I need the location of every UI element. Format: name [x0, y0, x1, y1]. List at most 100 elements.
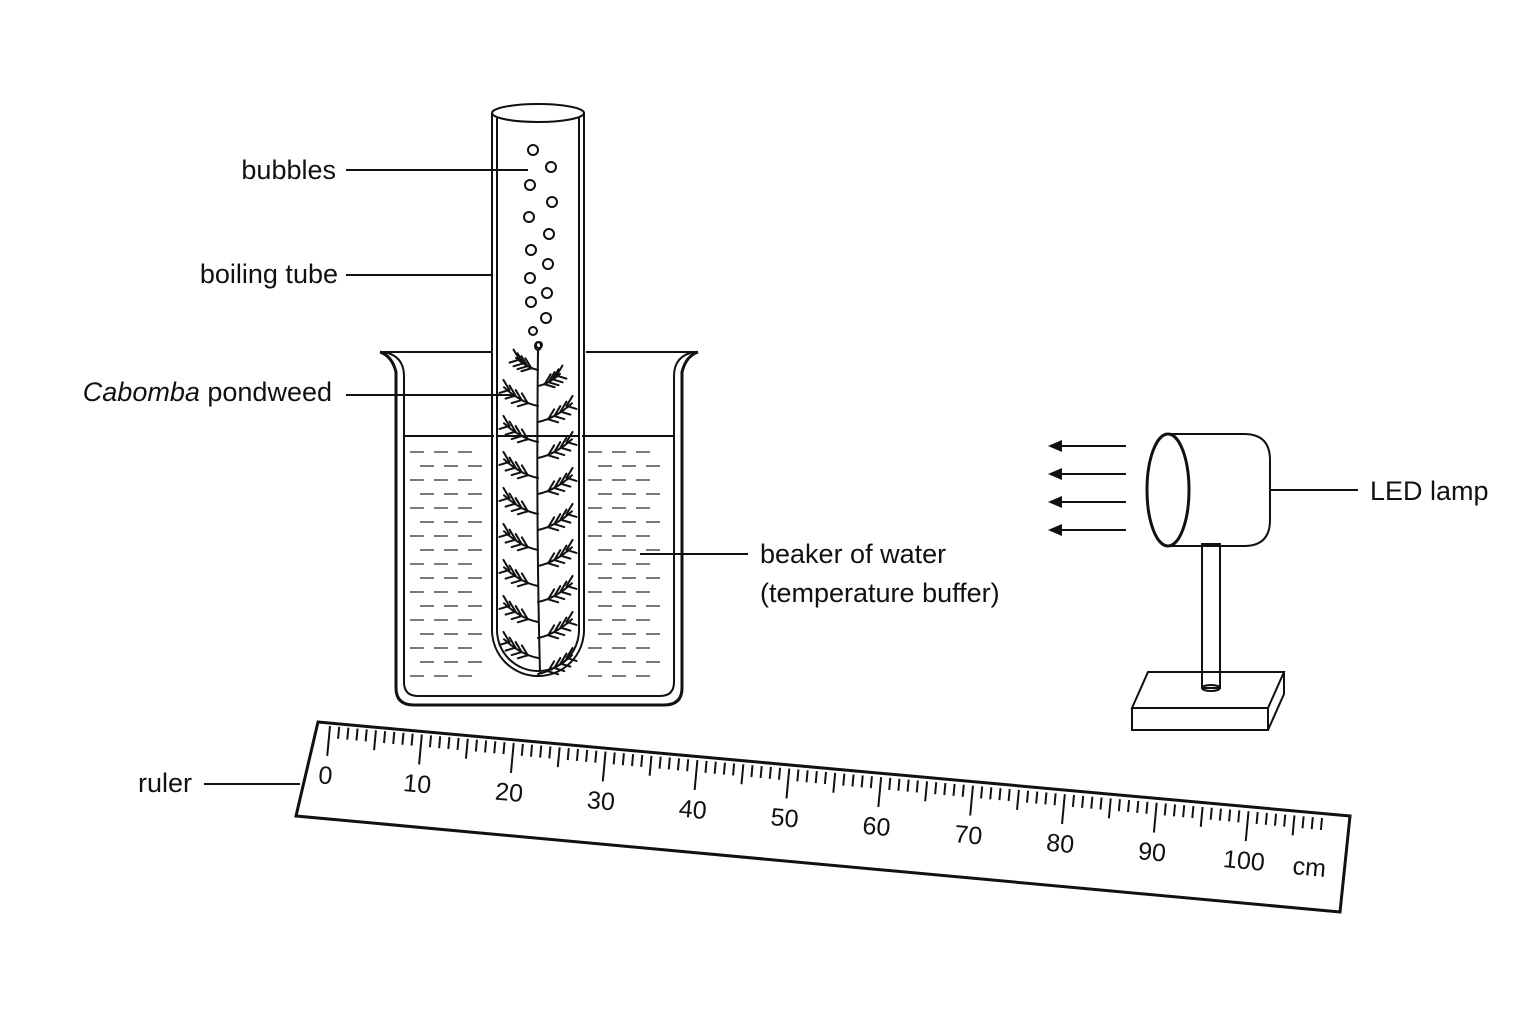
ruler-tick [704, 760, 708, 773]
pondweed-frond [537, 574, 578, 604]
ruler-tick [842, 773, 846, 786]
ruler-tick [447, 736, 451, 750]
pondweed-frond [498, 522, 539, 552]
ruler-tick [410, 733, 414, 746]
ruler-tick [924, 781, 929, 802]
ruler-tick [969, 785, 974, 816]
ruler-tick [796, 769, 800, 782]
ruler-tick [1172, 804, 1177, 817]
ruler-tick [601, 751, 607, 782]
lamp-body [1170, 433, 1271, 547]
pondweed-frond [498, 594, 539, 624]
ruler-tick [1152, 802, 1158, 833]
bubble [528, 326, 538, 336]
ruler-tick [832, 772, 837, 793]
pondweed-frond [537, 364, 568, 389]
ruler-tick [1007, 788, 1011, 802]
ruler-number: 50 [770, 803, 800, 833]
ruler-number: 100 [1222, 845, 1266, 877]
ruler-tick [1107, 798, 1112, 819]
ruler-number: 70 [953, 820, 983, 850]
ruler-tick [428, 735, 433, 748]
pondweed-frond [498, 630, 539, 660]
pondweed-frond [498, 558, 539, 588]
ruler-tick [1319, 817, 1323, 831]
water-dashes [410, 451, 660, 677]
ruler-tick [785, 768, 791, 799]
ruler-tick [1090, 796, 1094, 809]
ruler-tick [1081, 795, 1085, 808]
ruler-tick [814, 771, 818, 784]
bubble [543, 228, 555, 240]
ruler-tick [934, 782, 938, 795]
ruler-tick [640, 754, 644, 768]
ruler-tick [980, 786, 984, 799]
ruler-tick [621, 753, 625, 766]
ruler-tick [805, 770, 809, 783]
ruler-tick [768, 766, 772, 779]
label-pondweed: Cabomba pondweed [83, 377, 332, 407]
ruler-tick [777, 767, 782, 780]
ruler-tick [658, 756, 662, 769]
label-pondweed-genus: Cabomba [83, 377, 200, 407]
ruler-tick [1182, 805, 1186, 818]
tube-mouth [491, 103, 585, 123]
ruler-tick [502, 742, 506, 755]
ruler-tick [1228, 809, 1232, 822]
pondweed-frond [498, 486, 539, 516]
ruler-tick [888, 777, 892, 791]
ruler-tick [392, 731, 396, 745]
ruler-number: 40 [678, 795, 708, 825]
ruler-tick [364, 729, 368, 742]
ruler-tick [1145, 801, 1149, 814]
ruler-tick [906, 779, 910, 792]
ruler-tick [529, 744, 534, 757]
beaker-outer-wall [379, 350, 699, 707]
bubbles [523, 144, 558, 349]
pondweed-stem [536, 349, 541, 673]
beaker-inner-wall [383, 351, 695, 697]
ruler-tick [943, 782, 947, 796]
ruler-tick [823, 771, 827, 785]
label-bubbles: bubbles [241, 155, 336, 185]
label-boiling-tube: boiling tube [200, 259, 338, 289]
label-ruler: ruler [138, 768, 192, 798]
ruler-tick [998, 788, 1002, 801]
ruler-tick [326, 725, 331, 756]
ruler-tick [1127, 800, 1131, 813]
pondweed-frond [537, 466, 578, 496]
ruler-tick [851, 774, 855, 787]
ruler-number: 60 [861, 812, 891, 842]
ruler-tick [631, 754, 635, 767]
ruler-tick [952, 783, 956, 796]
ruler-tick [1283, 814, 1287, 827]
pondweed-frond [508, 348, 539, 373]
ruler-tick [732, 763, 736, 776]
lamp-base-front [1131, 708, 1269, 731]
ruler-tick [869, 776, 873, 789]
lamp-stand-foot [1201, 684, 1221, 692]
ruler-tick [1310, 817, 1314, 830]
ruler-tick [860, 775, 864, 788]
lamp-face [1145, 432, 1191, 548]
ruler-tick [1191, 805, 1195, 819]
ruler-number: 90 [1137, 837, 1167, 867]
ruler-tick [464, 738, 469, 759]
ruler-tick [556, 747, 561, 768]
ruler-tick [686, 759, 690, 772]
ruler-tick [1071, 794, 1075, 808]
ruler-tick [648, 755, 653, 776]
ruler-tick [1117, 799, 1121, 812]
ruler-tick [1163, 803, 1167, 816]
ruler-ticks [326, 725, 1323, 842]
ruler-number: 20 [494, 778, 524, 808]
ruler-tick [750, 765, 754, 778]
ruler-tick [456, 737, 460, 750]
ruler-tick [438, 736, 442, 749]
label-led-lamp: LED lamp [1370, 476, 1489, 506]
ruler-tick [722, 762, 726, 775]
ruler-tick [418, 734, 423, 765]
ruler-tick [1244, 811, 1250, 842]
light-arrows [1048, 440, 1126, 536]
